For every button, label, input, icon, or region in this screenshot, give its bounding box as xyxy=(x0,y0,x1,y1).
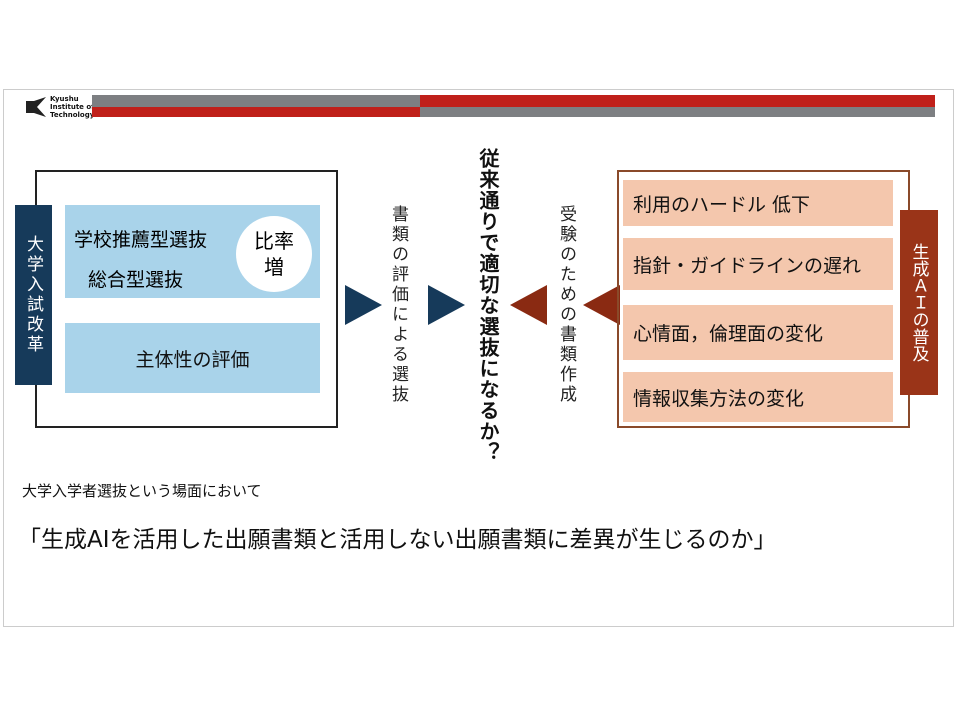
arrow-right-icon xyxy=(428,285,465,325)
ratio-increase-circle: 比率増 xyxy=(236,216,312,292)
context-text: 大学入学者選抜という場面において xyxy=(22,482,262,500)
logo-line: Kyushu xyxy=(50,95,79,103)
arrow-left-icon xyxy=(510,285,547,325)
initiative-evaluation-box: 主体性の評価 xyxy=(65,323,320,393)
header-bar xyxy=(420,95,935,107)
ratio-increase-text: 比率増 xyxy=(254,229,294,279)
slide xyxy=(3,89,954,627)
logo-line: Institute of xyxy=(50,103,95,111)
central-question: 従来通りで適切な選抜になるか？ xyxy=(476,148,500,463)
arrow-right-icon xyxy=(345,285,382,325)
initiative-evaluation-text: 主体性の評価 xyxy=(135,348,250,371)
research-question: 「生成AIを活用した出願書類と活用しない出願書類に差異が生じるのか」 xyxy=(18,527,777,553)
header-bar xyxy=(420,107,935,117)
university-reform-label: 大学入試改革 xyxy=(15,205,52,385)
arrow-left-icon xyxy=(583,285,620,325)
factor-item: 心情面，倫理面の変化 xyxy=(623,305,893,360)
header-bar xyxy=(92,95,420,107)
generative-ai-label: 生成ＡＩの普及 xyxy=(900,210,938,395)
logo-icon xyxy=(26,97,46,117)
factor-item: 指針・ガイドラインの遅れ xyxy=(623,238,893,290)
comprehensive-selection: 総合型選抜 xyxy=(88,269,184,291)
document-evaluation-caption: 書類の評価による選抜 xyxy=(388,205,408,405)
logo-line: Technology xyxy=(50,111,95,119)
factor-item: 情報収集方法の変化 xyxy=(623,372,893,422)
exam-documents-caption: 受験のための書類作成 xyxy=(556,205,576,405)
factor-item: 利用のハードル 低下 xyxy=(623,180,893,226)
recommendation-selection: 学校推薦型選抜 xyxy=(74,229,208,251)
header-bar xyxy=(92,107,420,117)
